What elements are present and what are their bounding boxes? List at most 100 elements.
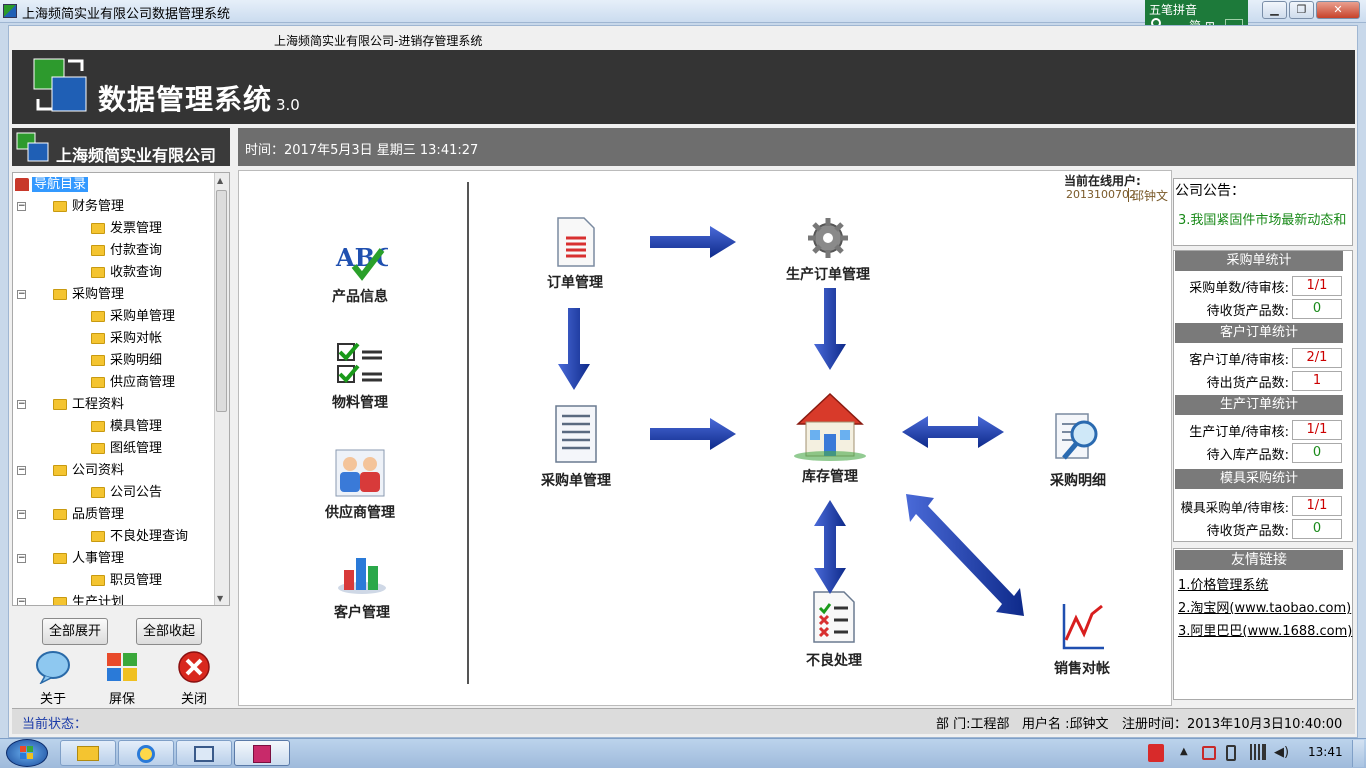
tree-item[interactable]: 图纸管理 — [91, 439, 162, 459]
taskbar-browser[interactable] — [118, 740, 174, 766]
tree-group[interactable]: − 人事管理 — [17, 549, 124, 569]
tree-item[interactable]: 采购对帐 — [91, 329, 162, 349]
tree-root[interactable]: 导航目录 — [15, 175, 89, 195]
battery-icon[interactable] — [1226, 745, 1236, 761]
windows-start-icon — [20, 746, 33, 759]
link-1688[interactable]: 3.阿里巴巴(www.1688.com) — [1178, 624, 1353, 639]
tree-item-label[interactable]: 图纸管理 — [110, 441, 163, 456]
tree-item-label[interactable]: 生产计划 — [72, 595, 125, 606]
tree-item-label[interactable]: 采购对帐 — [110, 331, 163, 346]
links-title: 友情链接 — [1175, 550, 1343, 570]
module-sales-reconcile[interactable]: 销售对帐 — [1038, 600, 1126, 678]
folder-icon — [91, 531, 105, 542]
tree-item-label[interactable]: 收款查询 — [110, 265, 163, 280]
module-defect[interactable]: 不良处理 — [790, 590, 878, 670]
tree-group[interactable]: − 品质管理 — [17, 505, 124, 525]
tree-collapse-icon[interactable]: − — [17, 399, 26, 409]
tree-group[interactable]: − 生产计划 — [17, 593, 125, 606]
tree-item-label[interactable]: 采购管理 — [72, 287, 125, 302]
tree-item-label[interactable]: 公司资料 — [72, 463, 125, 478]
ime-tray-icon[interactable] — [1148, 744, 1164, 762]
taskbar-clock[interactable]: 13:41 — [1308, 745, 1343, 759]
volume-icon[interactable]: ◀) — [1274, 745, 1290, 760]
module-purchase-order-label: 采购单管理 — [541, 473, 611, 489]
close-window-button[interactable]: ✕ — [1316, 1, 1360, 19]
tree-group[interactable]: − 采购管理 — [17, 285, 124, 305]
tree-item-label[interactable]: 公司公告 — [110, 485, 163, 500]
tree-scroll-thumb[interactable] — [216, 190, 227, 412]
tree-item[interactable]: 公司公告 — [91, 483, 162, 503]
collapse-all-button[interactable]: 全部收起 — [136, 618, 202, 645]
tree-group[interactable]: − 工程资料 — [17, 395, 124, 415]
tree-item[interactable]: 不良处理查询 — [91, 527, 188, 547]
tree-item-label[interactable]: 付款查询 — [110, 243, 163, 258]
show-desktop-button[interactable] — [1352, 740, 1364, 767]
link-taobao[interactable]: 2.淘宝网(www.taobao.com) — [1178, 601, 1352, 616]
tree-item[interactable]: 采购单管理 — [91, 307, 175, 327]
tree-collapse-icon[interactable]: − — [17, 289, 26, 299]
tray-expand-icon[interactable]: ▲ — [1180, 746, 1188, 757]
about-button[interactable]: 关于 — [30, 650, 76, 707]
tree-collapse-icon[interactable]: − — [17, 597, 26, 606]
signal-icon[interactable] — [1248, 744, 1266, 760]
tree-item[interactable]: 模具管理 — [91, 417, 162, 437]
folder-icon — [91, 575, 105, 586]
scroll-up-icon[interactable]: ▲ — [217, 176, 224, 185]
tree-item[interactable]: 发票管理 — [91, 219, 162, 239]
tree-item-label[interactable]: 采购单管理 — [110, 309, 176, 324]
scroll-down-icon[interactable]: ▼ — [217, 594, 224, 603]
online-user-name[interactable]: 邱钟文 — [1132, 189, 1169, 203]
notice-item[interactable]: 3.我国紧固件市场最新动态和 — [1178, 213, 1347, 228]
navigation-tree[interactable]: 导航目录 − 财务管理发票管理付款查询收款查询 − 采购管理采购单管理采购对帐采购明细… — [12, 172, 230, 606]
module-purchase-detail[interactable]: 采购明细 — [1034, 410, 1122, 490]
tree-item[interactable]: 职员管理 — [91, 571, 162, 591]
screensaver-button[interactable]: 屏保 — [99, 650, 145, 707]
tree-item-label[interactable]: 人事管理 — [72, 551, 125, 566]
taskbar-explorer[interactable] — [60, 740, 116, 766]
module-material[interactable]: 物料管理 — [322, 340, 398, 412]
tree-item[interactable]: 供应商管理 — [91, 373, 175, 393]
tree-collapse-icon[interactable]: − — [17, 201, 26, 211]
module-product-info[interactable]: ABC 产品信息 — [322, 236, 398, 306]
tree-item-label[interactable]: 财务管理 — [72, 199, 125, 214]
taskbar-window[interactable] — [176, 740, 232, 766]
tree-item[interactable]: 收款查询 — [91, 263, 162, 283]
module-divider — [467, 182, 469, 684]
folder-icon — [53, 289, 67, 300]
folder-icon — [91, 245, 105, 256]
online-user-id[interactable]: 2013100702 — [1066, 188, 1136, 201]
tree-item-label[interactable]: 不良处理查询 — [110, 529, 189, 544]
tree-root-label[interactable]: 导航目录 — [32, 177, 89, 192]
module-purchase-order[interactable]: 采购单管理 — [522, 404, 630, 490]
tree-group[interactable]: − 财务管理 — [17, 197, 124, 217]
tree-group[interactable]: − 公司资料 — [17, 461, 124, 481]
tree-collapse-icon[interactable]: − — [17, 465, 26, 475]
tree-item-label[interactable]: 采购明细 — [110, 353, 163, 368]
status-label: 当前状态： — [22, 717, 88, 732]
maximize-button[interactable]: ❐ — [1289, 1, 1314, 19]
module-supplier[interactable]: 供应商管理 — [308, 448, 412, 522]
taskbar-app-active[interactable] — [234, 740, 290, 766]
module-inventory[interactable]: 库存管理 — [784, 390, 876, 486]
tree-item-label[interactable]: 供应商管理 — [110, 375, 176, 390]
tree-item-label[interactable]: 发票管理 — [110, 221, 163, 236]
module-sales-reconcile-label: 销售对帐 — [1054, 661, 1110, 677]
close-app-button[interactable]: 关闭 — [171, 650, 217, 707]
tree-item-label[interactable]: 工程资料 — [72, 397, 125, 412]
module-customer[interactable]: 客户管理 — [322, 548, 402, 622]
minimize-button[interactable]: ▁ — [1262, 1, 1287, 19]
tree-item-label[interactable]: 模具管理 — [110, 419, 163, 434]
tree-item[interactable]: 付款查询 — [91, 241, 162, 261]
ime-mode-label[interactable]: 五笔拼音 — [1149, 3, 1198, 17]
action-center-icon[interactable] — [1202, 746, 1216, 760]
start-button[interactable] — [6, 739, 48, 767]
tree-collapse-icon[interactable]: − — [17, 553, 26, 563]
expand-all-button[interactable]: 全部展开 — [42, 618, 108, 645]
tree-item-label[interactable]: 职员管理 — [110, 573, 163, 588]
module-order[interactable]: 订单管理 — [530, 216, 620, 292]
module-production-order[interactable]: 生产订单管理 — [766, 216, 890, 284]
tree-collapse-icon[interactable]: − — [17, 509, 26, 519]
tree-item[interactable]: 采购明细 — [91, 351, 162, 371]
tree-item-label[interactable]: 品质管理 — [72, 507, 125, 522]
link-price-system[interactable]: 1.价格管理系统 — [1178, 578, 1269, 593]
